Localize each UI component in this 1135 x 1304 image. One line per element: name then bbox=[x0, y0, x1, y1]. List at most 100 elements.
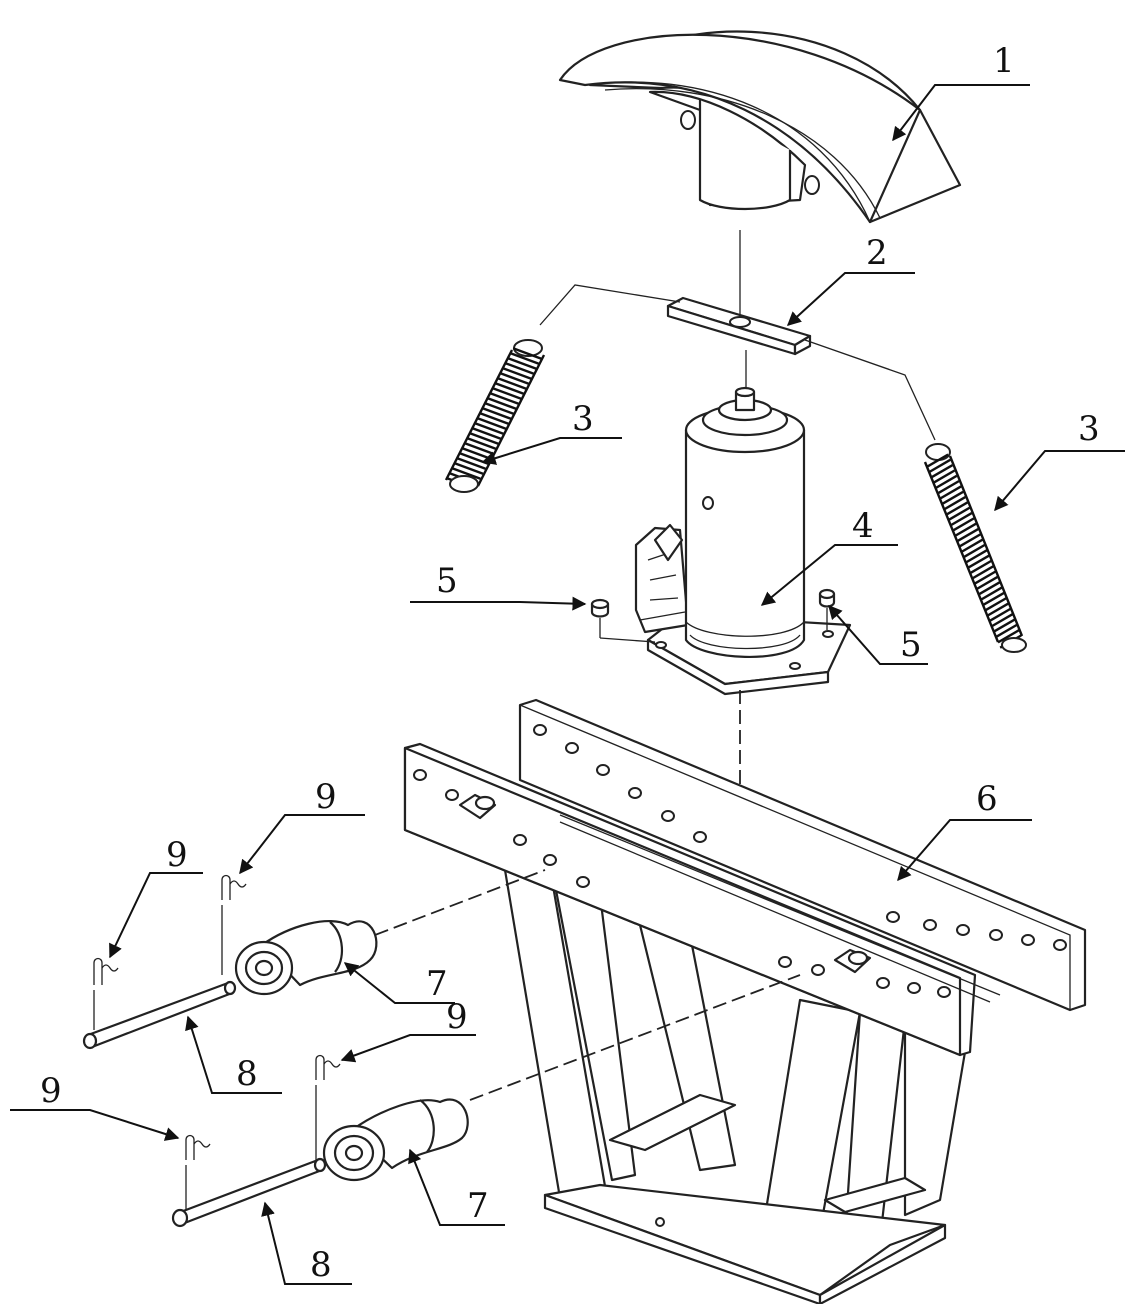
spring-coil bbox=[939, 485, 962, 500]
callout-5-left: 5 bbox=[436, 561, 458, 601]
clip-c-part bbox=[315, 1054, 341, 1160]
spring-coil bbox=[482, 407, 512, 420]
pin-lower-part bbox=[171, 1157, 327, 1228]
callout-3-left: 3 bbox=[572, 399, 594, 439]
spring-coil bbox=[958, 533, 981, 548]
roller-upper-part bbox=[234, 920, 378, 996]
callout-4: 4 bbox=[852, 506, 874, 546]
spring-coil bbox=[980, 586, 1003, 601]
spring-coil bbox=[975, 575, 999, 591]
return-spring-right-part bbox=[923, 443, 1027, 653]
spring-coil bbox=[499, 372, 530, 385]
spring-coil bbox=[484, 402, 514, 415]
spring-coil bbox=[477, 417, 507, 430]
leader-lines bbox=[10, 84, 1125, 1285]
callout-3-right: 3 bbox=[1078, 409, 1100, 449]
bending-die-part bbox=[558, 30, 962, 224]
rail-hole bbox=[413, 769, 427, 781]
spring-coil bbox=[510, 352, 540, 365]
rail-hole bbox=[533, 724, 547, 736]
pin-upper-part bbox=[82, 980, 237, 1050]
spring-coil bbox=[952, 517, 975, 532]
spring-coil bbox=[492, 387, 522, 400]
spring-coil bbox=[978, 581, 1001, 596]
callout-1: 1 bbox=[993, 41, 1015, 81]
rail-hole bbox=[956, 924, 970, 936]
spring-coil bbox=[960, 538, 984, 553]
spring-coil bbox=[937, 480, 960, 495]
spring-coil bbox=[512, 347, 542, 360]
spring-coil bbox=[464, 442, 494, 455]
spring-coil bbox=[930, 464, 954, 479]
spring-coil bbox=[469, 432, 499, 445]
spring-coil bbox=[967, 554, 990, 569]
return-spring-left-part bbox=[444, 339, 546, 493]
spring-coil bbox=[982, 591, 1005, 607]
spring-coil bbox=[973, 570, 996, 585]
clip-a-part bbox=[221, 874, 247, 975]
spring-coil bbox=[454, 462, 484, 475]
rail-hole bbox=[565, 742, 579, 754]
callout-9-d: 9 bbox=[40, 1071, 62, 1111]
spring-coil bbox=[505, 362, 535, 375]
spring-coil bbox=[472, 427, 502, 440]
rail-hole bbox=[693, 831, 707, 843]
spring-coil bbox=[988, 607, 1011, 623]
rail-hole bbox=[923, 919, 937, 931]
spring-coil bbox=[963, 543, 986, 559]
spring-coil bbox=[456, 457, 486, 470]
rail-hole bbox=[628, 787, 642, 799]
callout-9-b: 9 bbox=[166, 835, 188, 875]
spring-coil bbox=[497, 377, 527, 390]
rail-hole bbox=[445, 789, 459, 801]
spring-coil bbox=[943, 496, 966, 511]
callout-8-upper: 8 bbox=[236, 1054, 258, 1094]
rail-hole bbox=[596, 764, 610, 776]
callout-2: 2 bbox=[866, 233, 888, 273]
rail-hole bbox=[937, 986, 951, 998]
callout-5-right: 5 bbox=[900, 625, 922, 665]
spring-coil bbox=[932, 469, 956, 484]
spring-coil bbox=[941, 490, 964, 505]
rail-hole bbox=[661, 810, 675, 822]
spring-connection-line-left bbox=[539, 284, 681, 326]
rail-hole bbox=[1053, 939, 1067, 951]
rail-hole bbox=[576, 876, 590, 888]
hydraulic-jack-part bbox=[634, 386, 852, 696]
clip-b-part bbox=[93, 957, 119, 1030]
roller-lower-axis-line bbox=[469, 974, 801, 1101]
spring-coil bbox=[461, 447, 492, 460]
callout-8-lower: 8 bbox=[310, 1245, 332, 1285]
callout-9-c: 9 bbox=[446, 997, 468, 1037]
screw-left-part bbox=[590, 598, 656, 643]
spring-coil bbox=[984, 597, 1007, 612]
spring-coil bbox=[969, 559, 992, 575]
callout-labels: 1 2 3 3 4 5 5 6 7 7 8 8 9 9 9 9 bbox=[40, 41, 1100, 1285]
callout-9-a: 9 bbox=[315, 777, 337, 817]
spring-coil bbox=[489, 392, 519, 405]
spring-coil bbox=[935, 474, 958, 490]
clip-d-part bbox=[185, 1134, 211, 1210]
rail-hole bbox=[1021, 934, 1035, 946]
spring-coil bbox=[995, 623, 1018, 639]
spring-coil bbox=[993, 618, 1016, 633]
spring-coil bbox=[479, 412, 509, 425]
roller-lower-part bbox=[322, 1098, 469, 1182]
spring-coil bbox=[487, 397, 517, 410]
spring-coil bbox=[502, 367, 532, 380]
rail-hole bbox=[811, 964, 825, 976]
callout-7-lower: 7 bbox=[467, 1186, 489, 1226]
spring-coil bbox=[986, 602, 1009, 617]
rail-hole bbox=[907, 982, 921, 994]
spring-coil bbox=[954, 522, 977, 537]
spring-coil bbox=[466, 437, 497, 450]
spring-coil bbox=[965, 549, 988, 564]
link-plate-part bbox=[666, 296, 812, 356]
spring-coil bbox=[926, 453, 949, 468]
frame-part bbox=[403, 698, 1087, 1304]
spring-coil bbox=[956, 528, 979, 543]
spring-coil bbox=[990, 613, 1014, 628]
rail-hole bbox=[886, 911, 900, 923]
screw-right-part bbox=[818, 588, 836, 630]
